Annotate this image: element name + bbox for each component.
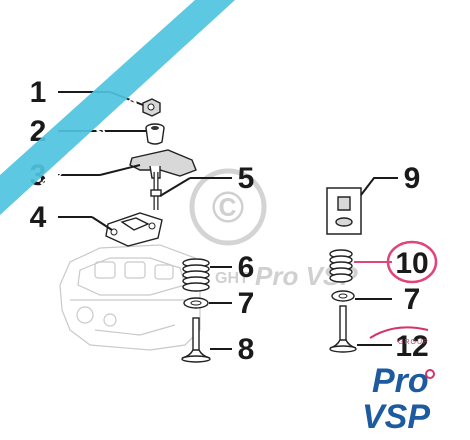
callout-5: 5 — [238, 162, 255, 195]
part-valve-left — [181, 317, 211, 363]
logo-pro: Pro — [372, 362, 429, 400]
part-rocker-arm — [129, 149, 197, 179]
part-washer-left — [183, 297, 209, 309]
part-bushing — [145, 123, 165, 145]
callout-labels: 1 2 3 4 5 6 7 8 9 10 7 12 — [30, 76, 429, 366]
highlight-ring — [386, 240, 438, 284]
cylinder-head-outline — [59, 244, 201, 351]
copyright-symbol: © — [212, 183, 244, 232]
part-guide-plate — [105, 212, 163, 247]
part-valve-spring-left — [182, 258, 210, 292]
part-stud — [150, 172, 162, 210]
watermark-fragment: GHT — [215, 270, 249, 287]
provsp-logo: GROUP Pro VSP — [362, 326, 435, 436]
callout-1: 1 — [30, 76, 47, 109]
logo-vsp: VSP — [362, 398, 430, 436]
callout-9: 9 — [404, 162, 421, 195]
part-nut — [142, 98, 161, 117]
callout-7-right: 7 — [404, 283, 421, 316]
part-valve-spring-right — [329, 249, 353, 283]
callout-7-left: 7 — [238, 287, 255, 320]
part-washer-right — [331, 290, 355, 302]
logo-group: GROUP — [398, 339, 429, 346]
callout-6: 6 — [238, 251, 255, 284]
callout-10: 10 — [395, 247, 428, 280]
callout-12: 12 — [395, 330, 428, 363]
callout-8: 8 — [238, 333, 255, 366]
callout-4: 4 — [30, 201, 47, 234]
part-valve-keepers-box — [326, 187, 362, 235]
part-valve-right — [329, 305, 357, 353]
